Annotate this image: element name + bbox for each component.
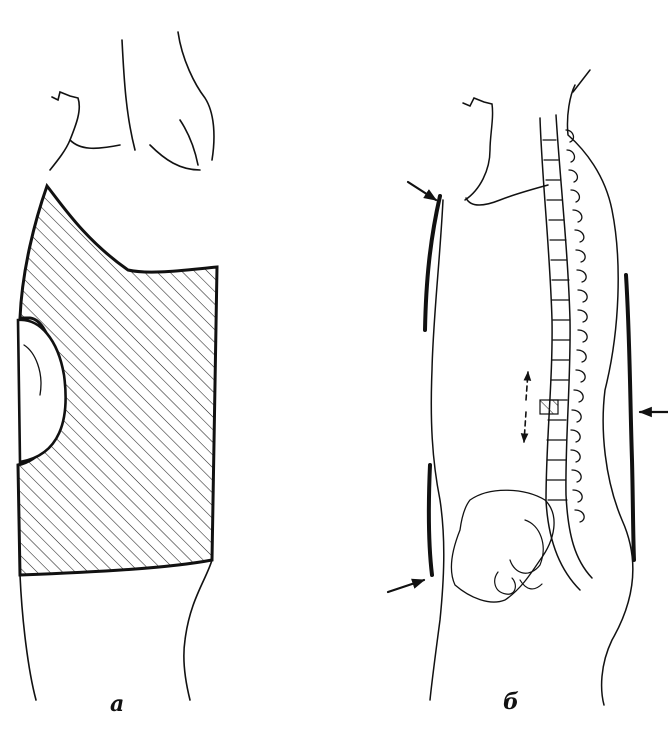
chin-outline — [463, 98, 493, 200]
neck-outline — [50, 92, 79, 170]
back-pad — [626, 275, 634, 560]
arm-crease — [150, 120, 200, 170]
head-line — [573, 70, 590, 92]
arrow-icon — [408, 182, 436, 200]
panel-b-label: б — [503, 691, 519, 713]
panel-a-torso-with-corset — [18, 32, 217, 700]
shoulder-outline — [70, 140, 120, 148]
front-torso-outline — [430, 200, 444, 700]
double-arrow-icon — [524, 412, 526, 442]
thigh-outline — [20, 560, 212, 700]
spine-front-edge — [540, 118, 580, 590]
front-lower-pad — [429, 465, 432, 575]
injured-vertebra — [540, 400, 558, 414]
panel-a-label: а — [110, 693, 124, 715]
raised-arm-outline — [122, 32, 214, 160]
front-upper-pad — [425, 196, 440, 330]
spinous-processes — [566, 130, 587, 522]
pelvis-inner — [495, 520, 543, 594]
double-arrow-icon — [526, 372, 528, 400]
arrow-icon — [388, 580, 424, 592]
pelvis — [451, 490, 554, 602]
panel-b-spine-side-view — [388, 70, 668, 705]
spine-back-edge — [556, 115, 592, 578]
